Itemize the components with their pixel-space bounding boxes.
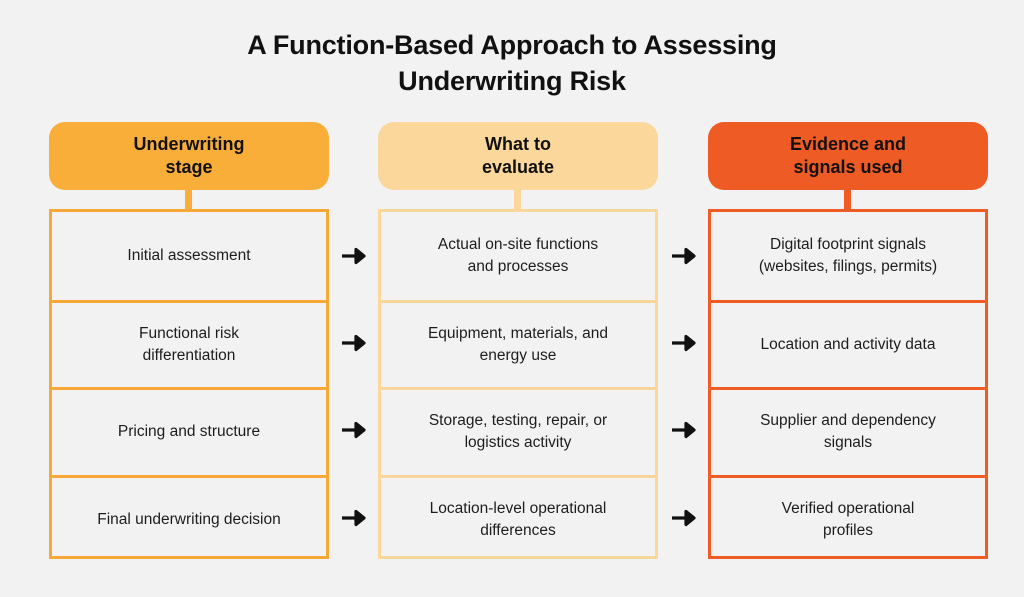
cell-evaluate-4: Location-level operational differences bbox=[381, 474, 655, 563]
cell-line-2: energy use bbox=[479, 346, 557, 364]
cell-line-2: profiles bbox=[823, 521, 873, 539]
cell-evidence-4: Verified operational profiles bbox=[711, 474, 985, 563]
cell-line-1: Storage, testing, repair, or bbox=[428, 412, 608, 430]
page-title-line-1: A Function-Based Approach to Assessing bbox=[247, 30, 777, 60]
page-title: A Function-Based Approach to Assessing U… bbox=[0, 28, 1024, 100]
page-title-line-2: Underwriting Risk bbox=[398, 65, 626, 96]
cell-line-1: Pricing and structure bbox=[117, 423, 261, 441]
cell-stage-1: Initial assessment bbox=[52, 212, 326, 300]
cell-evaluate-1: Actual on-site functions and processes bbox=[381, 212, 655, 300]
column-header-line-1: Underwriting bbox=[133, 133, 245, 154]
column-header-what-to-evaluate: What to evaluate bbox=[378, 122, 658, 190]
cell-line-1: Final underwriting decision bbox=[97, 510, 281, 528]
cell-line-1: Functional risk bbox=[139, 324, 239, 342]
cell-line-1: Initial assessment bbox=[127, 246, 251, 264]
arrow-right-icon bbox=[664, 329, 704, 357]
cell-line-1: Supplier and dependency bbox=[760, 412, 936, 430]
cell-line-1: Equipment, materials, and bbox=[427, 324, 609, 342]
cell-evidence-3: Supplier and dependency signals bbox=[711, 387, 985, 475]
column-evidence-and-signals: Evidence and signals used Digital footpr… bbox=[708, 122, 988, 562]
cell-stage-2: Functional risk differentiation bbox=[52, 299, 326, 388]
cell-stack-evidence-and-signals: Digital footprint signals (websites, fil… bbox=[708, 209, 988, 559]
arrow-right-icon bbox=[334, 416, 374, 444]
cell-evidence-2: Location and activity data bbox=[711, 299, 985, 388]
column-header-underwriting-stage: Underwriting stage bbox=[49, 122, 329, 190]
arrow-right-icon bbox=[334, 242, 374, 270]
arrow-right-icon bbox=[664, 416, 704, 444]
column-underwriting-stage: Underwriting stage Initial assessment Fu… bbox=[49, 122, 329, 562]
column-header-line-1: What to bbox=[485, 133, 551, 154]
arrow-right-icon bbox=[334, 329, 374, 357]
header-connector-stub bbox=[185, 190, 192, 209]
columns-container: Underwriting stage Initial assessment Fu… bbox=[49, 122, 989, 562]
cell-line-1: Location-level operational bbox=[429, 499, 607, 517]
cell-line-2: (websites, filings, permits) bbox=[758, 257, 938, 275]
cell-line-2: signals bbox=[823, 434, 873, 452]
cell-line-2: differentiation bbox=[142, 346, 236, 364]
cell-stage-4: Final underwriting decision bbox=[52, 474, 326, 563]
arrow-right-icon bbox=[664, 242, 704, 270]
header-connector-stub bbox=[514, 190, 521, 209]
cell-evaluate-2: Equipment, materials, and energy use bbox=[381, 299, 655, 388]
column-what-to-evaluate: What to evaluate Actual on-site function… bbox=[378, 122, 658, 562]
column-header-line-1: Evidence and bbox=[789, 133, 907, 154]
column-header-line-2: signals used bbox=[793, 157, 903, 177]
column-header-evidence-and-signals: Evidence and signals used bbox=[708, 122, 988, 190]
column-header-line-2: evaluate bbox=[481, 157, 555, 177]
cell-line-1: Verified operational bbox=[781, 499, 915, 517]
header-connector-stub bbox=[844, 190, 851, 209]
arrow-right-icon bbox=[664, 504, 704, 532]
cell-line-1: Location and activity data bbox=[760, 335, 936, 353]
cell-evaluate-3: Storage, testing, repair, or logistics a… bbox=[381, 387, 655, 475]
cell-stage-3: Pricing and structure bbox=[52, 387, 326, 475]
cell-line-1: Digital footprint signals bbox=[770, 235, 926, 253]
cell-line-2: differences bbox=[480, 521, 556, 539]
cell-evidence-1: Digital footprint signals (websites, fil… bbox=[711, 212, 985, 300]
column-header-line-2: stage bbox=[165, 157, 213, 177]
cell-line-2: logistics activity bbox=[464, 434, 572, 452]
cell-line-1: Actual on-site functions bbox=[437, 235, 599, 253]
cell-line-2: and processes bbox=[467, 257, 569, 275]
cell-stack-what-to-evaluate: Actual on-site functions and processes E… bbox=[378, 209, 658, 559]
arrow-right-icon bbox=[334, 504, 374, 532]
cell-stack-underwriting-stage: Initial assessment Functional risk diffe… bbox=[49, 209, 329, 559]
